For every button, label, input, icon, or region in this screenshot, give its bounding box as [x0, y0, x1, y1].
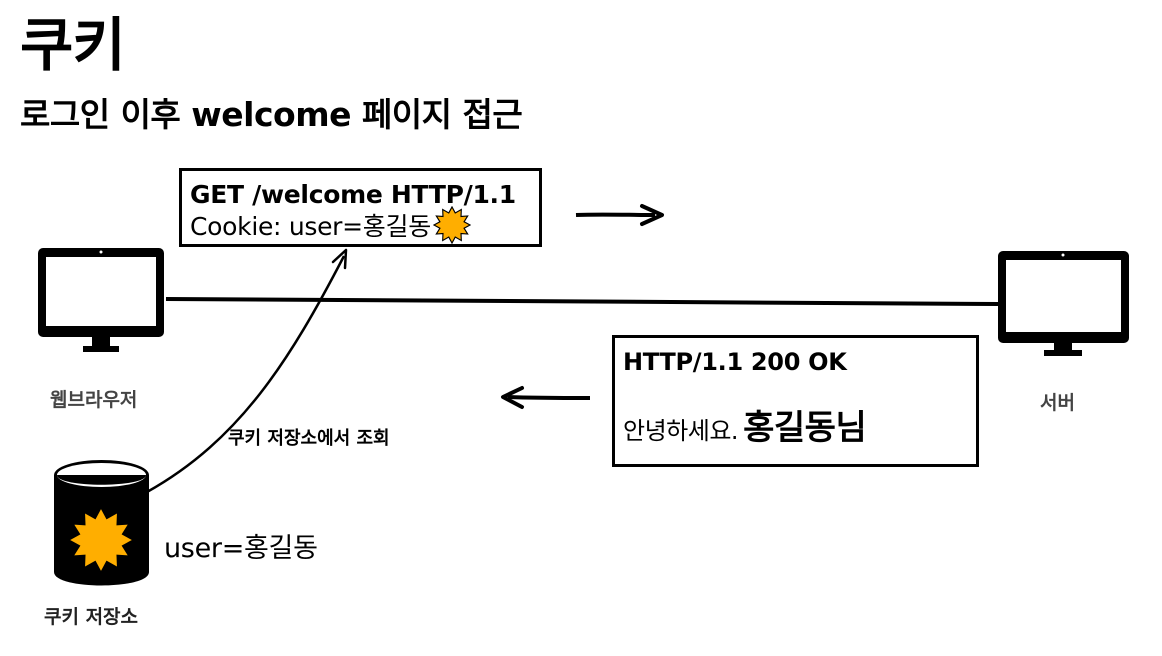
lookup-label: 쿠키 저장소에서 조회	[228, 428, 390, 449]
server-monitor-icon	[998, 251, 1129, 356]
cookie-sun-icon	[66, 504, 136, 576]
response-greeting: 안녕하세요.	[623, 417, 739, 445]
request-message-box: GET /welcome HTTP/1.1 Cookie: user=홍길동	[179, 168, 542, 247]
cookie-header-text: Cookie: user=홍길동	[190, 212, 431, 241]
lookup-arrow-icon	[146, 248, 348, 494]
response-message-box: HTTP/1.1 200 OK 안녕하세요. 홍길동님	[612, 335, 979, 467]
request-line: GET /welcome HTTP/1.1	[190, 180, 516, 209]
browser-label: 웹브라우저	[50, 389, 138, 411]
browser-monitor-icon	[38, 248, 164, 352]
request-arrow-icon	[575, 204, 664, 226]
response-body: 안녕하세요. 홍길동님	[623, 408, 976, 454]
connection-line	[165, 297, 999, 306]
cookie-store-label: 쿠키 저장소	[44, 606, 139, 628]
page-subtitle: 로그인 이후 welcome 페이지 접근	[20, 95, 523, 134]
cookie-header-line: Cookie: user=홍길동	[190, 206, 539, 244]
response-status-line: HTTP/1.1 200 OK	[623, 348, 847, 376]
stored-cookie-value: user=홍길동	[164, 533, 318, 564]
cookie-sun-small-icon	[432, 206, 471, 244]
server-label: 서버	[1040, 392, 1075, 414]
response-arrow-icon	[501, 386, 591, 409]
page-title: 쿠키	[20, 11, 126, 79]
response-user-name: 홍길동님	[743, 408, 867, 448]
